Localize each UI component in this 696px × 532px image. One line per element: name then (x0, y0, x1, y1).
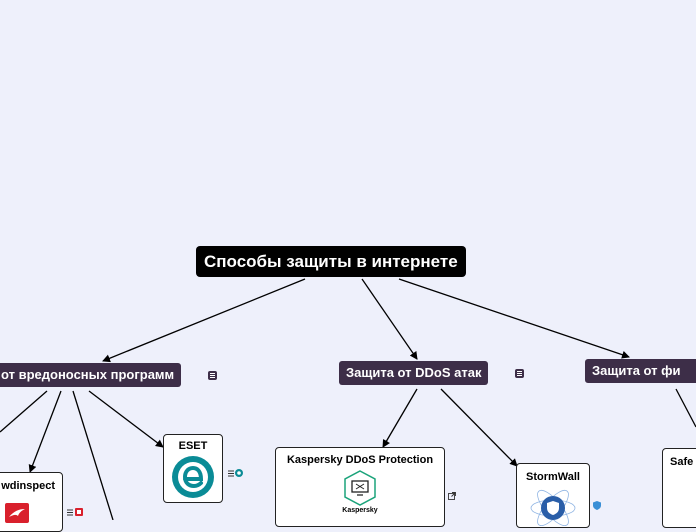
mindmap-connectors (0, 278, 696, 520)
connector-phishing-safe (675, 388, 696, 428)
connector-malware-left (0, 390, 48, 433)
connector-malware-down (72, 390, 114, 520)
branch-ddos-protection[interactable]: Защита от DDoS атак (339, 361, 489, 385)
card-stormwall[interactable]: StormWall (516, 463, 590, 528)
card-crowdinspect[interactable]: wdinspect (0, 472, 63, 532)
card-title: Kaspersky DDoS Protection (286, 454, 434, 466)
connector-malware-eset (88, 390, 164, 448)
kaspersky-wordmark: Kaspersky (342, 507, 378, 514)
card-safe[interactable]: Safe (662, 448, 696, 528)
connector-ddos-stormwall (440, 388, 518, 467)
card-title: wdinspect (1, 480, 55, 492)
connector-malware-crowdinspect (28, 390, 62, 473)
shield-link-icon[interactable] (593, 497, 601, 515)
central-topic[interactable]: Способы защиты в интернете (196, 246, 466, 277)
branch-malware-protection[interactable]: от вредоносных программ (0, 363, 182, 387)
crowdstrike-link-icon[interactable] (75, 503, 83, 521)
connector-root-malware (102, 278, 306, 363)
note-icon[interactable] (208, 371, 217, 380)
connector-ddos-kaspersky (382, 388, 418, 448)
crowdstrike-falcon-icon (5, 503, 29, 523)
card-title: Safe (670, 456, 694, 468)
card-title: StormWall (526, 471, 580, 483)
connector-root-phishing (398, 278, 630, 359)
note-icon[interactable] (515, 369, 524, 378)
eset-logo-icon (172, 456, 214, 498)
card-title: ESET (178, 440, 208, 452)
notes-list-icon[interactable] (228, 464, 234, 482)
stormwall-logo-icon (530, 489, 576, 526)
card-eset[interactable]: ESET (163, 434, 223, 503)
branch-phishing-protection[interactable]: Защита от фи (585, 359, 696, 383)
external-link-icon[interactable] (448, 487, 456, 505)
eset-link-icon[interactable] (235, 464, 243, 482)
notes-list-icon[interactable] (67, 503, 73, 521)
kaspersky-shield-icon (344, 470, 376, 506)
card-kaspersky-ddos[interactable]: Kaspersky DDoS Protection Kaspersky (275, 447, 445, 527)
connector-root-ddos (361, 278, 418, 360)
